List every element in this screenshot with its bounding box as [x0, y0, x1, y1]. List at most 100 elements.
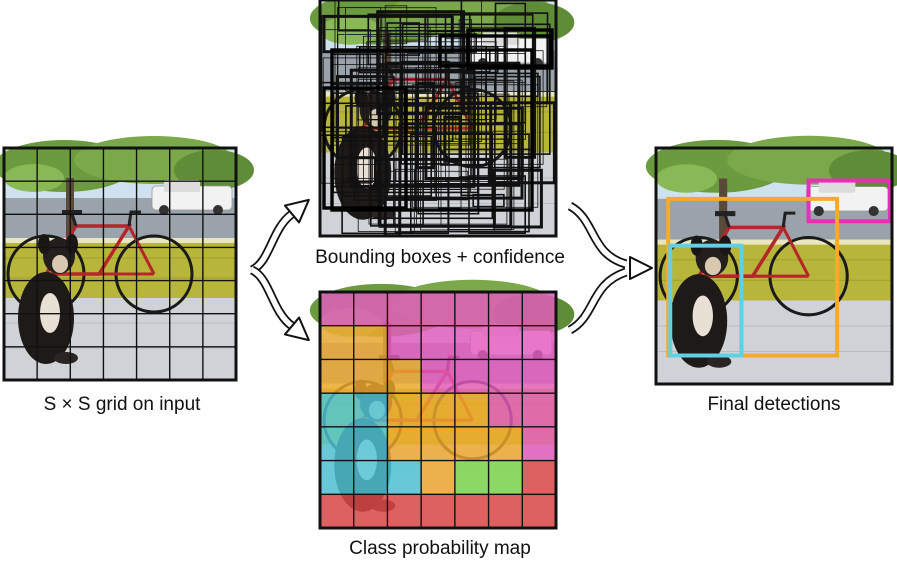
class-cell-pink [522, 359, 556, 394]
class-cell-red [488, 494, 523, 528]
class-map-frame [318, 290, 558, 530]
class-cell-orange [454, 426, 489, 461]
candidate-box [409, 133, 530, 233]
class-cell-pink [488, 325, 523, 360]
class-cell-pink [488, 359, 523, 394]
candidate-box [468, 175, 527, 235]
class-cell-red [421, 494, 455, 528]
input-panel-photo [0, 134, 256, 382]
class-cell-red [522, 460, 556, 495]
class-cell-green [488, 460, 523, 495]
class-cell-orange [387, 426, 422, 461]
detection-box-car [806, 178, 892, 224]
class-cell-orange [421, 393, 455, 427]
class-cell-cyan [387, 460, 422, 495]
class-cell-orange [421, 460, 455, 495]
class-cell-red [522, 494, 556, 528]
arrow-left-down [249, 265, 295, 330]
candidate-box [378, 102, 513, 228]
class-cell-pink [421, 292, 455, 326]
caption-final: Final detections [707, 394, 841, 415]
class-cell-pink [421, 359, 455, 394]
class-cell-pink [387, 292, 422, 326]
arrow-right-top-fill [568, 203, 627, 267]
arrow-left-down-head-shape [283, 316, 310, 342]
candidate-box [411, 84, 539, 208]
class-cell-pink [421, 325, 455, 360]
input-frame [2, 146, 238, 382]
candidate-box [358, 46, 499, 74]
class-cell-pink [454, 292, 489, 326]
candidate-boxes [319, 0, 556, 238]
detection-box-dog [668, 243, 744, 358]
class-cell-orange [454, 393, 489, 427]
candidate-box [434, 62, 471, 193]
caption-input: S × S grid on input [43, 394, 201, 415]
class-cell-red [387, 494, 422, 528]
class-cells [320, 292, 556, 528]
class-cell-orange [387, 359, 422, 394]
class-cell-orange [387, 393, 422, 427]
final-boxes [666, 178, 892, 358]
candidate-box [417, 97, 480, 215]
candidate-box [472, 193, 505, 208]
class-cell-pink [387, 325, 422, 360]
class-cell-pink [454, 325, 489, 360]
class-cell-orange [320, 359, 354, 394]
input-grid [4, 148, 236, 380]
arrow-right-bottom-fill [568, 269, 627, 333]
arrow-right-bottom [567, 267, 628, 334]
class-cell-pink [522, 393, 556, 427]
candidate-box [420, 113, 512, 231]
caption-boxes: Bounding boxes + confidence [315, 247, 565, 268]
class-cell-orange [353, 325, 388, 360]
candidate-box [321, 15, 428, 132]
arrow-left-up-head [283, 198, 310, 224]
candidate-box [387, 33, 478, 53]
final-panel-photo [644, 134, 897, 386]
class-cell-cyan [320, 393, 354, 427]
confident-box [322, 86, 408, 210]
arrow-left-up [249, 210, 295, 275]
candidate-box [443, 115, 462, 163]
arrow-right-head [629, 256, 653, 280]
confident-box [438, 34, 552, 68]
class-cell-cyan [320, 460, 354, 495]
class-cell-pink [454, 359, 489, 394]
class-cell-cyan [353, 426, 388, 461]
class-cell-pink [522, 426, 556, 461]
class-cell-orange [488, 426, 523, 461]
class-cell-orange [353, 359, 388, 394]
candidate-box [427, 31, 475, 121]
class-cell-red [454, 494, 489, 528]
caption-class-map: Class probability map [349, 538, 531, 559]
candidate-box [381, 11, 429, 41]
arrow-left-up-fill [250, 211, 294, 273]
class-cell-cyan [353, 393, 388, 427]
candidate-box [439, 45, 488, 166]
class-cell-cyan [353, 460, 388, 495]
input-panel [0, 134, 256, 382]
class-cell-pink [353, 292, 388, 326]
class-cell-green [454, 460, 489, 495]
candidate-box [492, 168, 543, 229]
final-frame [654, 146, 894, 386]
class-map-grid [320, 292, 556, 528]
candidate-box [336, 75, 387, 160]
confident-box [330, 48, 534, 212]
class-cell-orange [421, 426, 455, 461]
class-cell-pink [522, 325, 556, 360]
arrow-left-down-fill [250, 267, 294, 329]
class-cell-red [353, 494, 388, 528]
candidate-box [347, 140, 373, 183]
class-cell-pink [488, 292, 523, 326]
arrow-left-up-head-shape [283, 198, 310, 224]
candidate-box [353, 126, 438, 201]
class-cell-pink [522, 292, 556, 326]
class-cell-pink [320, 292, 354, 326]
boxes-frame [318, 0, 558, 238]
class-cell-cyan [320, 426, 354, 461]
detection-box-bicycle [666, 196, 840, 358]
